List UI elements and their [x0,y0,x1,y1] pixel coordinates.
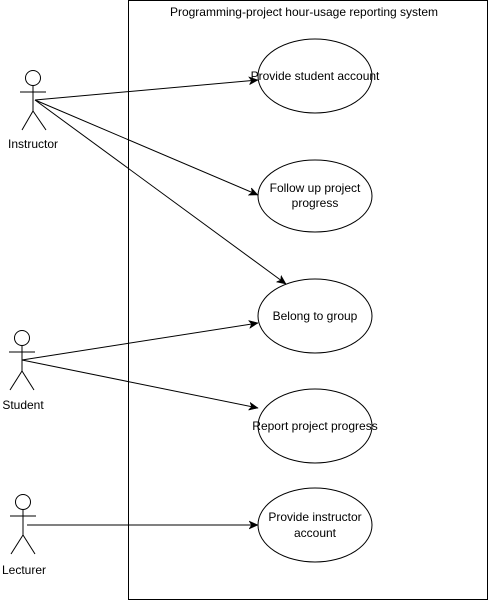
use-case-label: Belong to group [273,309,358,323]
association-instructor-belong-to-group [34,99,286,285]
system-title: Programming-project hour-usage reporting… [170,5,438,19]
actor-label: Lecturer [2,563,46,577]
use-case-provide-instructor-account[interactable]: Provide instructor account [257,487,373,563]
actor-head [15,494,31,510]
system-boundary [128,0,488,600]
use-case-label: Follow up project [270,181,361,195]
actor-right-leg [32,110,47,131]
actor-right-leg [21,370,35,391]
actor-student[interactable]: Student [2,330,44,413]
use-case-label: Provide instructor [268,510,361,524]
use-case-report-project-progress[interactable]: Report project progress [252,388,378,464]
use-case-ellipse [257,487,373,563]
use-case-label: account [294,526,337,540]
use-case-label: Report project progress [252,419,377,433]
actor-left-leg [10,534,24,555]
association-instructor-provide-student-account [34,80,258,101]
use-case-label: progress [292,196,339,210]
use-case-follow-up-project-progress[interactable]: Follow up project progress [257,159,373,233]
use-case-belong-to-group[interactable]: Belong to group [257,278,373,354]
use-case-ellipse [257,38,373,114]
associations [21,80,286,525]
use-case-ellipse [257,278,373,354]
actor-left-leg [21,110,34,131]
actor-label: Student [2,398,44,412]
actor-head [25,70,41,86]
actor-lecturer[interactable]: Lecturer [2,494,46,578]
use-case-provide-student-account[interactable]: Provide student account [251,38,380,114]
association-instructor-follow-up-project-progress [34,99,258,196]
use-case-ellipse [257,159,373,233]
actor-label: Instructor [8,137,58,151]
use-case-label: Provide student account [251,69,380,83]
association-student-belong-to-group [21,323,258,361]
actor-instructor[interactable]: Instructor [8,70,58,152]
actor-head [14,330,30,346]
actor-left-leg [9,370,23,391]
association-student-report-project-progress [21,359,258,408]
use-case-ellipse [257,388,373,464]
actor-right-leg [22,534,36,555]
